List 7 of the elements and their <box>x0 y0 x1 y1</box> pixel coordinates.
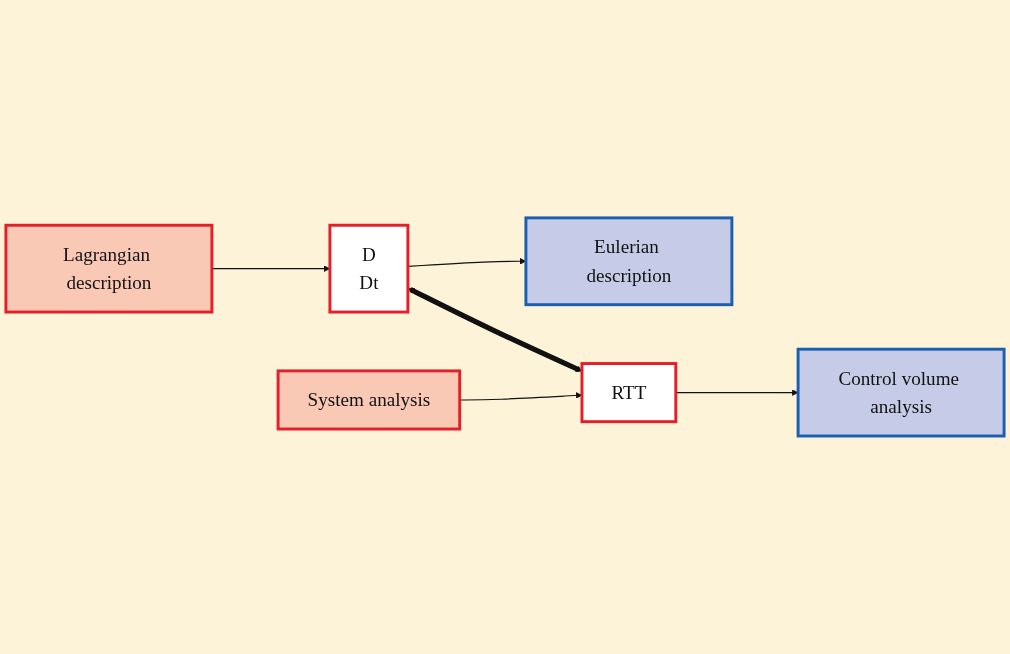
node-box: Eulerian description <box>524 216 734 307</box>
node-box: D Dt <box>328 223 410 314</box>
node-box: Lagrangian description <box>4 223 214 314</box>
node-box: System analysis <box>276 369 462 431</box>
node-box: Control volume analysis <box>796 347 1006 438</box>
arrow <box>675 389 799 396</box>
node-box: RTT <box>580 362 678 424</box>
